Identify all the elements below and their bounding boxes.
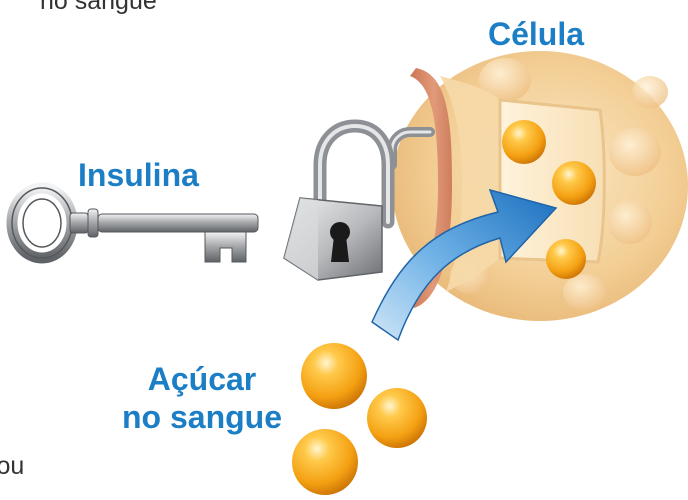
cell-bump [479, 58, 531, 102]
padlock-icon [283, 119, 435, 281]
sugar-sphere-icon [292, 429, 358, 495]
sugar-sphere-icon [552, 161, 596, 205]
blood-sugar-label-line1: Açúcar [147, 361, 257, 397]
key-icon [6, 182, 259, 264]
sugar-sphere-icon [502, 120, 546, 164]
cell-bump [608, 200, 652, 244]
cropped-text-bottom: n ou [0, 452, 25, 480]
sugar-sphere-icon [546, 239, 586, 279]
sugar-sphere-icon [301, 343, 367, 409]
cell-bump [609, 128, 661, 176]
cell-bump [632, 76, 668, 108]
insulin-label: Insulina [78, 157, 199, 193]
arrow-icon [371, 188, 558, 342]
cell-bump [563, 274, 607, 310]
cell-icon [392, 51, 688, 321]
cell-label: Célula [488, 16, 585, 52]
blood-sugar-label-line2: no sangue [122, 399, 283, 435]
cropped-text-top: no sangue [40, 0, 157, 15]
sugar-sphere-icon [367, 388, 427, 448]
blood-sugar-label: Açúcar no sangue [122, 360, 282, 436]
